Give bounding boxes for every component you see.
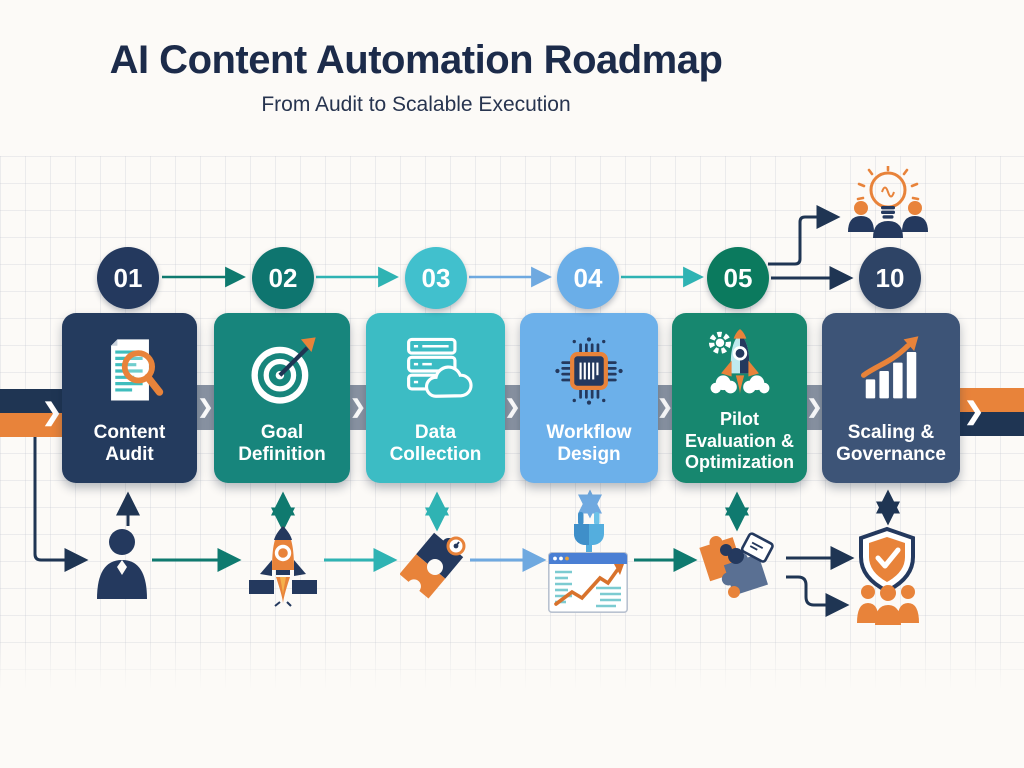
page-title: AI Content Automation Roadmap: [109, 38, 723, 82]
exit-ribbon: ❯: [960, 388, 1024, 436]
entry-ribbon-navy-stripe: [0, 389, 62, 413]
lightbulb-team-icon: [844, 166, 932, 248]
step-card-label: Pilot Evaluation & Optimization: [684, 409, 795, 472]
bar-chart-growth-icon: [851, 325, 931, 417]
step-card-workflow-design: Workflow Design: [520, 313, 658, 483]
chevron-icon: ❯: [197, 397, 214, 418]
document-magnifier-icon: [90, 325, 170, 417]
plug-icon: [570, 512, 608, 558]
shield-check-icon: [856, 526, 918, 594]
exit-ribbon-navy-stripe: [960, 412, 1024, 436]
step-card-content-audit: Content Audit: [62, 313, 197, 483]
puzzle-pieces-icon: [400, 530, 474, 606]
step-card-pilot-evaluation: Pilot Evaluation & Optimization: [672, 313, 807, 483]
chevron-icon: ❯: [504, 397, 521, 418]
title-block: AI Content Automation Roadmap From Audit…: [0, 38, 832, 117]
elbow-puzzle2-team: [786, 575, 850, 617]
rocket-gear-icon: [700, 325, 780, 409]
grid-fade: [0, 640, 1024, 700]
exit-ribbon-orange-stripe: [960, 388, 1024, 412]
gap-chevron-3: ❯: [503, 385, 522, 430]
step-card-data-collection: Data Collection: [366, 313, 505, 483]
chevron-icon: ❯: [806, 397, 823, 418]
step-card-label: Goal Definition: [238, 421, 326, 465]
step-card-goal-definition: Goal Definition: [214, 313, 350, 483]
server-cloud-icon: [396, 325, 476, 417]
gap-chevron-2: ❯: [348, 385, 368, 430]
step-card-label: Scaling & Governance: [836, 421, 946, 465]
analyst-person-icon: [94, 527, 150, 605]
step-card-label: Workflow Design: [546, 421, 632, 465]
exit-chevron-icon: ❯: [964, 398, 985, 425]
elbow-ribbon-person: [33, 437, 89, 572]
chevron-icon: ❯: [657, 397, 673, 418]
step-circle-04: 04: [557, 247, 619, 309]
gap-chevron-5: ❯: [805, 385, 824, 430]
puzzle-integration-tag-icon: [698, 524, 780, 604]
rocket-launch-icon: [247, 522, 319, 622]
target-arrow-icon: [242, 325, 322, 417]
microchip-icon: [549, 325, 629, 417]
step-circle-01: 01: [97, 247, 159, 309]
step-card-label: Content Audit: [93, 421, 166, 465]
step-card-label: Data Collection: [389, 421, 482, 465]
step-circle-02: 02: [252, 247, 314, 309]
step-circle-10: 10: [859, 247, 921, 309]
step-circle-05: 05: [707, 247, 769, 309]
step-circle-03: 03: [405, 247, 467, 309]
analytics-browser-icon: [548, 552, 628, 614]
entry-chevron-icon: ❯: [42, 399, 63, 426]
gap-chevron-1: ❯: [195, 385, 216, 430]
gap-chevron-4: ❯: [656, 385, 674, 430]
entry-ribbon: ❯: [0, 389, 62, 437]
entry-ribbon-orange-stripe: [0, 413, 62, 437]
team-icon: [855, 583, 921, 625]
step-card-scaling-governance: Scaling & Governance: [822, 313, 960, 483]
page-subtitle: From Audit to Scalable Execution: [261, 93, 571, 116]
chevron-icon: ❯: [350, 397, 366, 418]
elbow-step5-lightbulb: [768, 205, 841, 266]
